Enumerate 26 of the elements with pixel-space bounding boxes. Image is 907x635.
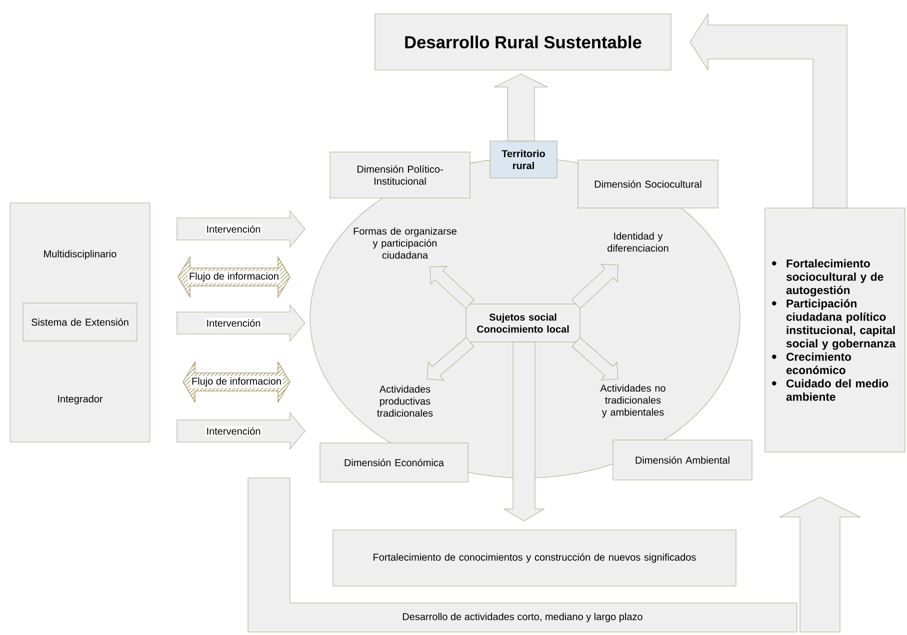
block-arrow [778, 496, 862, 632]
double-arrow [178, 256, 290, 298]
topic-text: Formas de organizarse y participación ciudadana [354, 227, 456, 259]
block-arrow [503, 342, 545, 522]
block-arrow [572, 264, 618, 309]
block-arrow [572, 337, 618, 380]
block-arrow [493, 74, 549, 142]
topic-text: Actividades no tradicionales y ambientales [600, 384, 666, 418]
edge-label: Flujo de informacion [190, 376, 283, 388]
bullet-list-box: Fortalecimiento sociocultural y de autogestión Participación ciudadana político institucional, capital social y gobernanza Crecimiento económico Cuidado del medio ambiente [764, 208, 906, 452]
block-arrow [690, 13, 848, 208]
topic-text: Identidad y diferenciacion [608, 232, 668, 252]
edge-label: Flujo de informacion [188, 271, 280, 283]
label-box: Sujetos social Conocimiento local [466, 304, 580, 342]
label-box: Fortalecimiento de conocimientos y construcción de nuevos significados [332, 530, 736, 586]
block-arrow [426, 337, 474, 381]
double-arrow [182, 361, 290, 403]
label-box: Dimensión Ambiental [612, 440, 752, 480]
label-box: Sistema de Extensión [22, 302, 138, 342]
title-box: Desarrollo Rural Sustentable [374, 14, 672, 70]
label-box: Dimensión Político-Institucional [330, 152, 470, 198]
topic-text: Actividades productivas tradicionales [377, 385, 433, 417]
label-box: Dimensión Económica [320, 442, 468, 482]
highlight-box: Territorio rural [490, 140, 558, 178]
label-box: Dimensión Sociocultural [578, 160, 718, 208]
block-arrow [430, 266, 474, 309]
